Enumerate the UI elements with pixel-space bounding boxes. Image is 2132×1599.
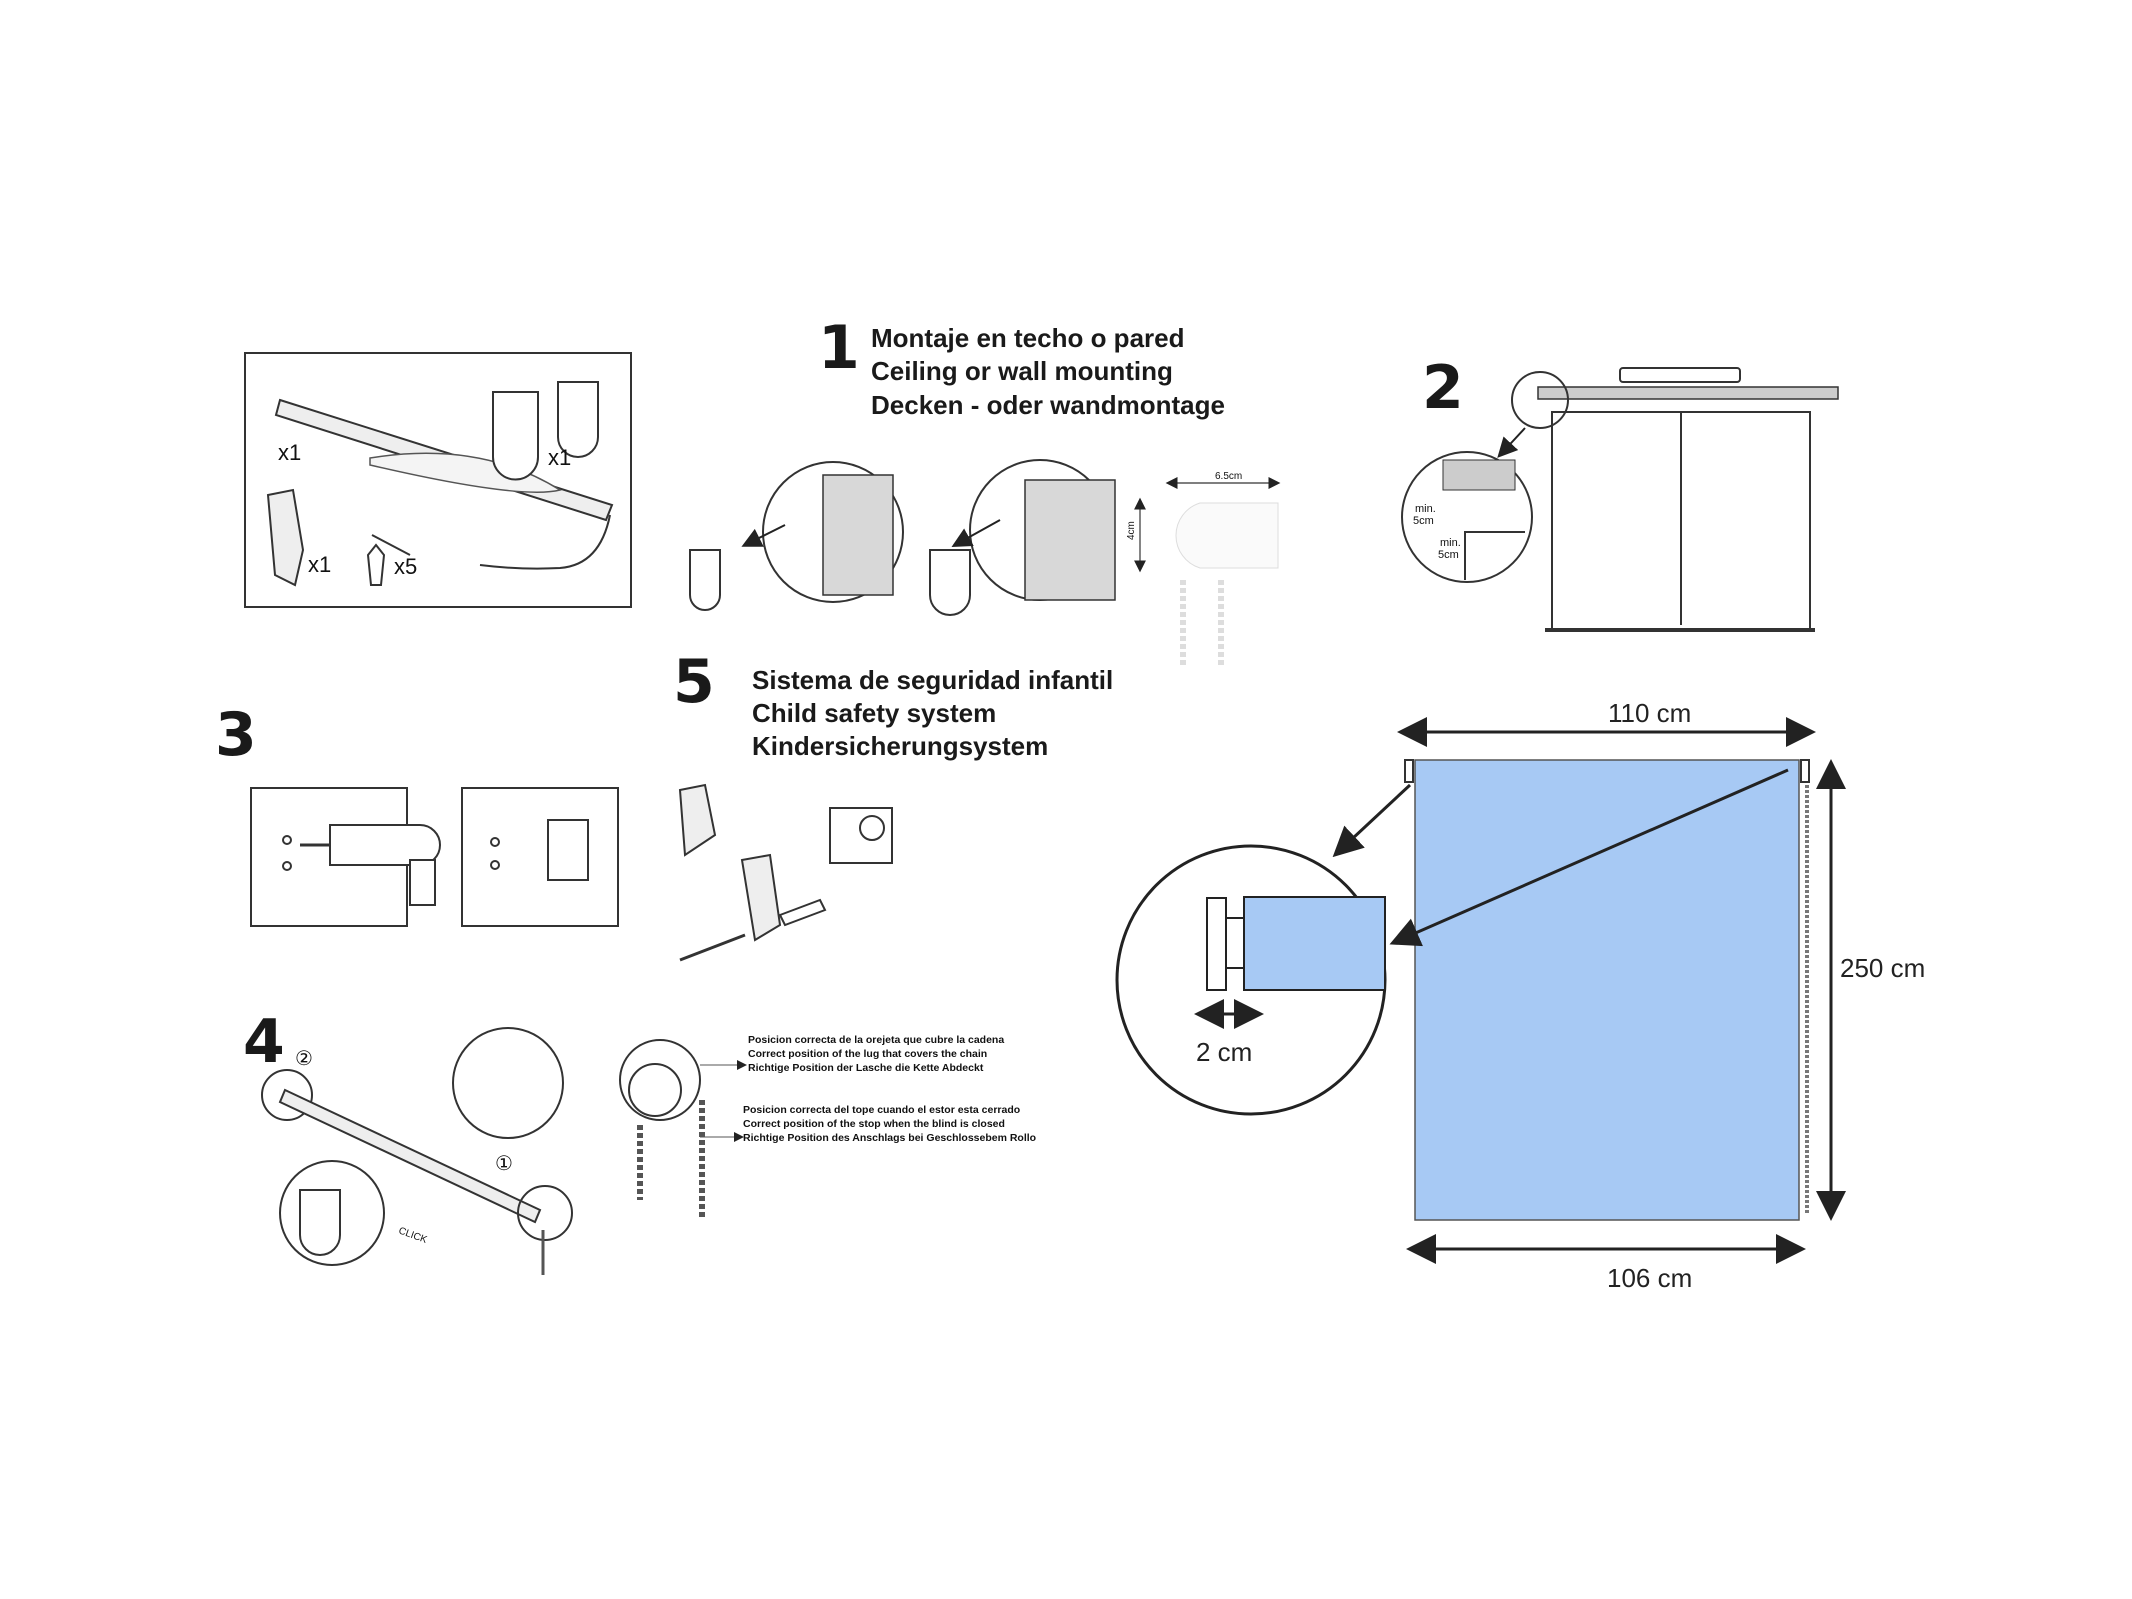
wall-plug-icon [778, 898, 827, 927]
note-de: Richtige Position der Lasche die Kette A… [748, 1062, 984, 1074]
bracket-dimensions: 6.5cm 4cm [1126, 471, 1281, 665]
blind-fabric [1414, 759, 1800, 1221]
rail-quantity: x1 [278, 440, 301, 465]
step-number: 4 [243, 1007, 285, 1077]
total-width-label: 110 cm [1608, 698, 1691, 728]
safety-clip-icon [678, 783, 717, 857]
note-es: Posicion correcta de la orejeta que cubr… [748, 1034, 1004, 1046]
lug-detail [452, 1027, 564, 1139]
step-1: 1 Montaje en techo o pared Ceiling or wa… [689, 313, 1281, 665]
click-label: CLICK [397, 1225, 429, 1246]
step-marker: ① [495, 1153, 513, 1175]
clearance-label: min. [1415, 503, 1436, 515]
step-title-de: Kindersicherungsystem [752, 731, 1048, 761]
stop-note: Posicion correcta del tope cuando el est… [743, 1104, 1036, 1144]
screws-quantity: x5 [394, 554, 417, 579]
bracket-offset-label: 2 cm [1196, 1037, 1252, 1067]
step-marker: ② [295, 1048, 313, 1070]
height-label: 4cm [1126, 521, 1137, 540]
step-title-es: Montaje en techo o pared [871, 323, 1185, 353]
bracket-right [1800, 759, 1810, 783]
step-title-es: Sistema de seguridad infantil [752, 665, 1113, 695]
step-number: 3 [215, 700, 257, 770]
height-label: 250 cm [1840, 953, 1925, 983]
safety-clip-icon [266, 488, 305, 587]
fabric-width-label: 106 cm [1607, 1263, 1692, 1293]
step-title-en: Child safety system [752, 698, 996, 728]
step-number: 5 [673, 647, 715, 717]
brackets-quantity: x1 [548, 445, 571, 470]
bracket-left [1404, 759, 1414, 783]
step-number: 1 [818, 313, 860, 383]
screw-icon [366, 534, 411, 586]
step-2: 2 min. 5cm min. 5cm [1401, 353, 1839, 632]
bracket-icon [547, 819, 589, 881]
safety-clip-icon [740, 853, 782, 942]
roller-rail-icon [278, 1088, 542, 1224]
note-en: Correct position of the lug that covers … [748, 1048, 987, 1060]
screw-icon [679, 933, 746, 962]
clearance-label: 5cm [1413, 515, 1434, 527]
lug-note: Posicion correcta de la orejeta que cubr… [748, 1034, 1004, 1074]
parts-box: x1 x1 x1 x5 [244, 352, 632, 608]
safety-clip-quantity: x1 [308, 552, 331, 577]
width-label: 6.5cm [1215, 471, 1242, 482]
clearance-label: min. [1440, 537, 1461, 549]
step-number: 2 [1422, 353, 1464, 423]
bracket-icon [929, 549, 971, 616]
note-es: Posicion correcta del tope cuando el est… [743, 1104, 1020, 1116]
step-3: 3 [215, 700, 619, 927]
step-title-en: Ceiling or wall mounting [871, 356, 1173, 386]
step-4: 4 ② ① CLICK Posicion correcta de la orej… [243, 1007, 1036, 1275]
dimensions-diagram: 110 cm 250 cm 106 cm 2 cm [1115, 698, 1925, 1293]
drill-icon [300, 824, 441, 906]
child-warning-icon [829, 807, 893, 864]
note-de: Richtige Position des Anschlags bei Gesc… [743, 1132, 1036, 1144]
bracket-icon [492, 381, 599, 481]
bracket-icon [689, 549, 721, 611]
clearance-label: 5cm [1438, 549, 1459, 561]
step-5: 5 Sistema de seguridad infantil Child sa… [673, 647, 1113, 962]
spirit-level-icon [1619, 367, 1741, 383]
note-en: Correct position of the stop when the bl… [743, 1118, 1005, 1130]
step-title-de: Decken - oder wandmontage [871, 390, 1225, 420]
